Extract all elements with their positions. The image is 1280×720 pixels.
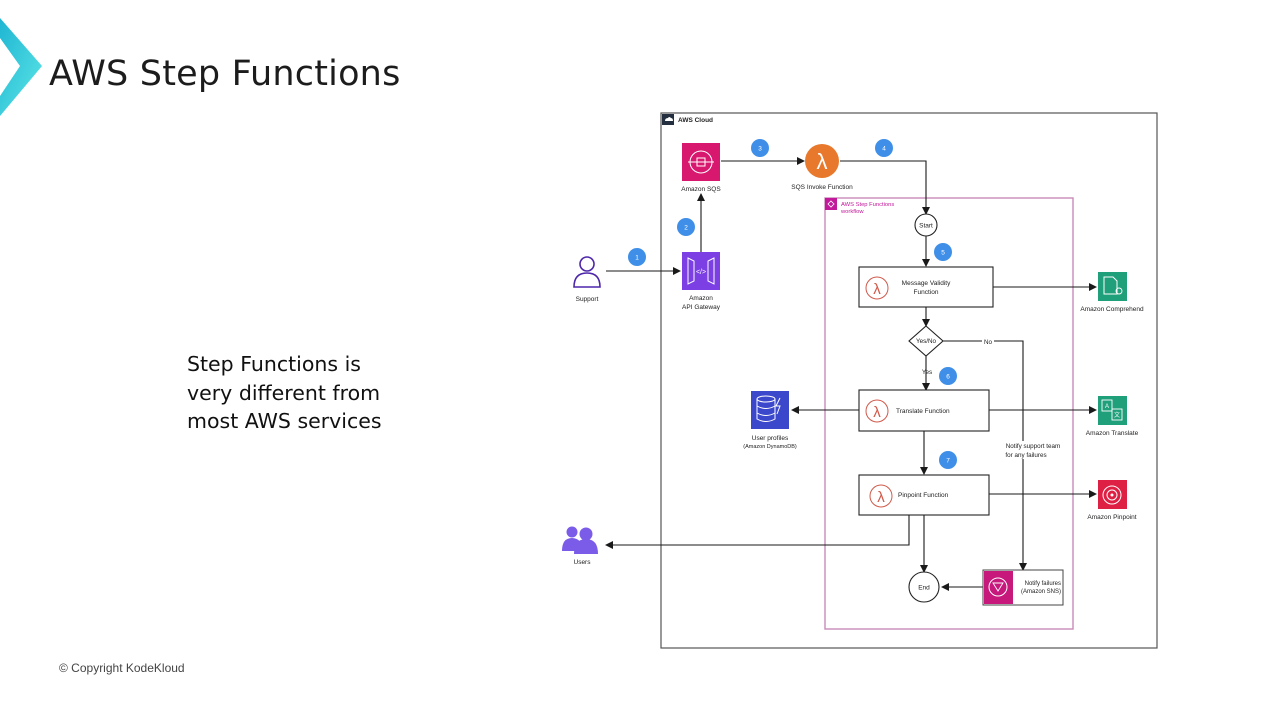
notify-support-label: Notify support team <box>1006 443 1061 450</box>
pinpoint-function-label: Pinpoint Function <box>898 492 949 499</box>
users-node: Users <box>562 526 598 566</box>
api-gateway-node: </> Amazon API Gateway <box>682 252 721 311</box>
message-validity-function-node: λ Message Validity Function <box>858 266 994 308</box>
svg-text:λ: λ <box>817 149 828 174</box>
translate-function-label: Translate Function <box>896 408 950 415</box>
svg-text:1: 1 <box>635 255 639 262</box>
support-label: Support <box>576 296 599 303</box>
pinpoint-label: Amazon Pinpoint <box>1087 514 1136 521</box>
step-badge-2: 2 <box>677 218 695 236</box>
notify-support-annotation: Notify support team for any failures <box>994 441 1060 459</box>
svg-text:λ: λ <box>873 281 881 298</box>
aws-cloud-group: AWS Cloud <box>660 112 1158 649</box>
svg-text:λ: λ <box>873 404 881 421</box>
body-line: Step Functions is <box>187 352 361 376</box>
lambda-icon <box>805 144 839 178</box>
comprehend-node: Amazon Comprehend <box>1080 272 1144 313</box>
decision-label: Yes/No <box>916 338 937 345</box>
pinpoint-node: Amazon Pinpoint <box>1087 480 1137 521</box>
body-line: very different from <box>187 380 381 405</box>
svg-text:λ: λ <box>877 489 885 506</box>
body-line: most AWS services <box>187 409 382 433</box>
sqs-label: Amazon SQS <box>681 186 721 193</box>
aws-cloud-label: AWS Cloud <box>678 117 713 124</box>
svg-text:6: 6 <box>946 374 950 381</box>
svg-text:3: 3 <box>758 146 762 153</box>
step-badges: 1 2 3 4 5 6 7 <box>628 139 957 469</box>
workflow-label: AWS Step Functions <box>841 202 894 208</box>
step-badge-4: 4 <box>875 139 893 157</box>
kodekloud-chevron-logo <box>0 18 42 116</box>
sqs-invoke-label: SQS Invoke Function <box>791 184 853 191</box>
notify-failures-label-sub: (Amazon SNS) <box>1021 589 1061 595</box>
notify-failures-label: Notify failures <box>1025 581 1061 587</box>
svg-text:7: 7 <box>946 458 950 465</box>
users-label: Users <box>574 559 592 566</box>
translate-node: A 文 Amazon Translate <box>1086 396 1139 437</box>
translate-function-node: λ Translate Function <box>858 389 990 432</box>
notify-failures-sns-node: Notify failures (Amazon SNS) <box>982 569 1064 606</box>
svg-text:5: 5 <box>941 250 945 257</box>
svg-text:A: A <box>1105 404 1109 410</box>
sqs-node: Amazon SQS <box>681 143 721 193</box>
copyright-notice: © Copyright KodeKloud <box>59 661 185 675</box>
sns-icon <box>984 571 1013 604</box>
no-label: No <box>984 339 993 346</box>
comprehend-icon <box>1098 272 1127 301</box>
comprehend-label: Amazon Comprehend <box>1080 306 1144 313</box>
svg-text:4: 4 <box>882 146 886 153</box>
svg-text:文: 文 <box>1114 411 1120 419</box>
end-label: End <box>918 585 930 592</box>
decision-node: Yes/No Yes No <box>908 325 994 376</box>
step-badge-1: 1 <box>628 248 646 266</box>
step-badge-3: 3 <box>751 139 769 157</box>
lambda-outline-icon: λ <box>865 399 889 423</box>
step-functions-workflow-group: AWS Step Functions workflow <box>824 197 1074 630</box>
slide-body-text: Step Functions is very different from mo… <box>187 350 382 436</box>
dynamodb-label-sub: (Amazon DynamoDB) <box>743 444 797 450</box>
svg-text:2: 2 <box>684 225 688 232</box>
dynamodb-label: User profiles <box>752 435 789 442</box>
api-gateway-label-sub: API Gateway <box>682 304 721 311</box>
step-functions-icon <box>825 198 837 210</box>
api-gateway-label: Amazon <box>689 295 713 302</box>
workflow-label-sub: workflow <box>840 209 864 215</box>
slide-title: AWS Step Functions <box>49 54 401 94</box>
message-validity-label-sub: Function <box>914 289 939 296</box>
user-icon <box>573 256 601 288</box>
message-validity-label: Message Validity <box>902 280 951 287</box>
users-icon <box>562 526 598 554</box>
pinpoint-function-node: λ Pinpoint Function <box>858 474 990 516</box>
start-node: Start <box>914 213 938 237</box>
step-badge-5: 5 <box>934 243 952 261</box>
notify-support-label-sub: for any failures <box>1005 452 1046 459</box>
end-node: End <box>908 571 940 603</box>
dynamodb-node: User profiles (Amazon DynamoDB) <box>743 391 797 450</box>
sqs-invoke-function-node: λ SQS Invoke Function <box>791 144 853 191</box>
support-node: Support <box>573 256 601 303</box>
translate-label: Amazon Translate <box>1086 430 1139 437</box>
lambda-outline-icon: λ <box>869 484 893 508</box>
svg-text:</>: </> <box>696 269 706 276</box>
start-label: Start <box>919 223 933 230</box>
edge-pinpointfn-to-users <box>605 515 910 549</box>
yes-label: Yes <box>922 369 932 376</box>
edge-lambda-to-start <box>840 160 930 215</box>
step-badge-6: 6 <box>939 367 957 385</box>
step-badge-7: 7 <box>939 451 957 469</box>
aws-cloud-icon <box>662 114 674 125</box>
lambda-outline-icon: λ <box>865 276 889 300</box>
connectors <box>605 157 1097 591</box>
